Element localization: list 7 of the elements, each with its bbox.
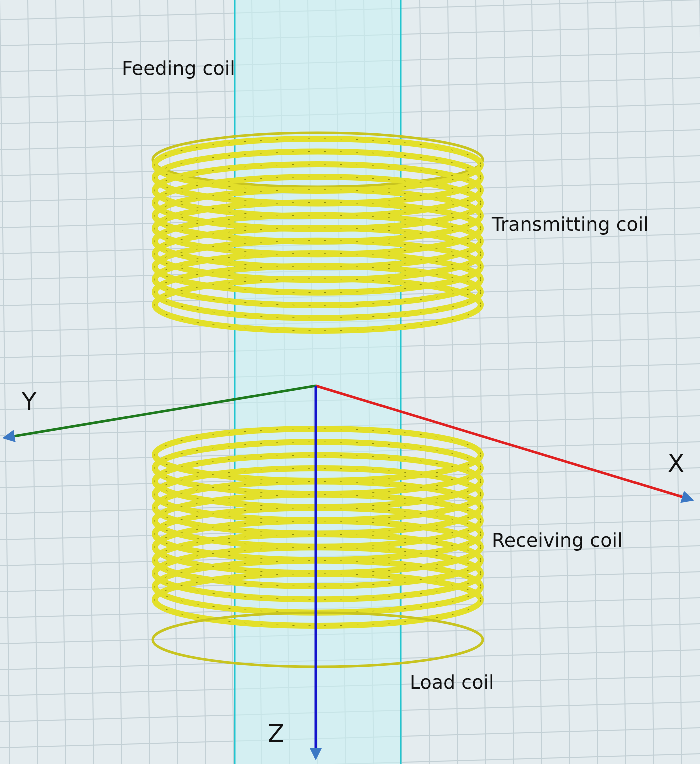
part-label: Feeding coil bbox=[122, 58, 236, 80]
part-label: Transmitting coil bbox=[492, 214, 649, 236]
axis-label: Z bbox=[268, 720, 284, 748]
part-label: Load coil bbox=[410, 672, 494, 694]
axis-label: X bbox=[668, 450, 684, 478]
axis-label: Y bbox=[22, 388, 37, 416]
part-label: Receiving coil bbox=[492, 530, 623, 552]
